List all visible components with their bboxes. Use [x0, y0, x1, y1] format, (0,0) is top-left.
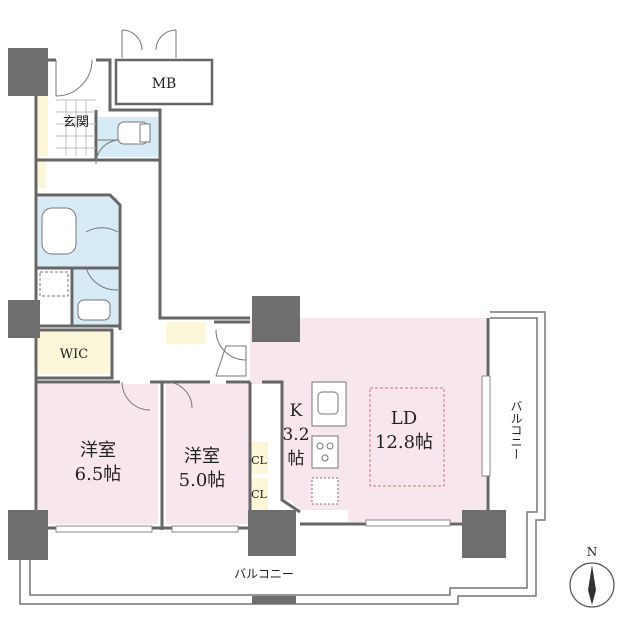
western-room-2-name: 洋室	[184, 446, 220, 467]
balcony-outline	[19, 311, 546, 605]
western-room-1-size: 6.5帖	[75, 464, 122, 485]
entrance-label: 玄関	[63, 115, 89, 130]
compass-north-label: N	[587, 545, 598, 559]
mb-label: MB	[152, 76, 177, 92]
western-room-2-fill	[166, 384, 250, 524]
corridor-storage-fill	[166, 322, 206, 344]
western-room-2-size: 5.0帖	[179, 470, 226, 491]
pillars	[8, 48, 506, 604]
entrance-tiles	[56, 99, 96, 156]
wic-fill	[38, 332, 110, 374]
cl2-label: CL	[251, 488, 267, 501]
shelf-fill	[38, 158, 46, 188]
balcony-bottom-label: バルコニー	[234, 567, 294, 581]
kitchen-label: K	[290, 401, 303, 421]
western-room-1-name: 洋室	[80, 440, 116, 461]
ld-size: 12.8帖	[375, 432, 433, 453]
cl2-fill	[250, 478, 268, 510]
compass	[569, 562, 615, 608]
ld-k-room-fill	[250, 318, 486, 522]
kitchen-size: 3.2	[282, 425, 309, 445]
doors	[55, 29, 247, 411]
cl1-label: CL	[251, 454, 267, 467]
cl1-fill	[250, 442, 268, 474]
wic-label: WIC	[60, 347, 88, 362]
shoe-closet-fill	[38, 95, 48, 155]
balcony-right-label: バルコニー	[509, 400, 523, 460]
kitchen-unit: 帖	[288, 449, 305, 469]
fixtures	[39, 121, 445, 505]
ld-name: LD	[391, 408, 417, 429]
windows	[55, 375, 491, 533]
